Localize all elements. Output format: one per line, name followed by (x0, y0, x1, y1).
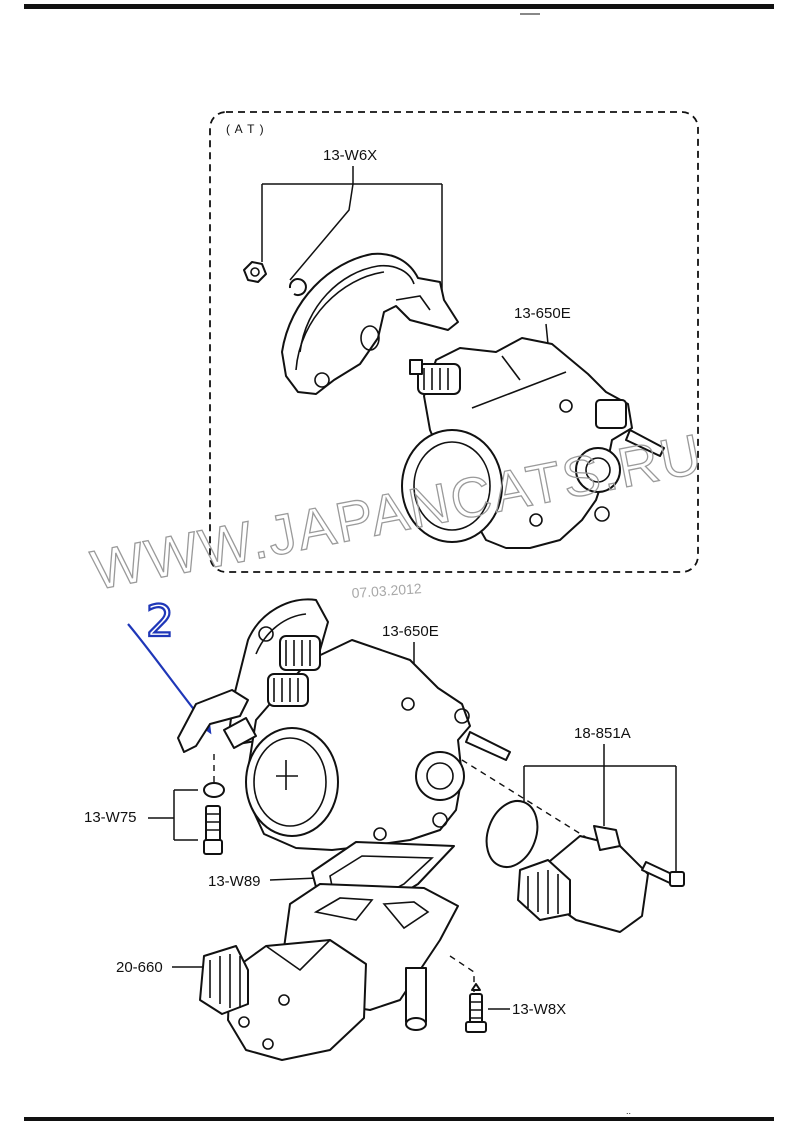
o-ring-small (203, 782, 225, 798)
corner-mark: .. (626, 1106, 631, 1116)
clip-washer-part (288, 278, 307, 297)
label-20-660: 20-660 (116, 959, 163, 976)
nut-part (243, 261, 267, 283)
throttle-body-inset (401, 337, 665, 549)
inset-spring (409, 359, 461, 395)
throttle-cam-plate (281, 252, 459, 395)
label-13-w89: 13-W89 (208, 873, 261, 890)
guide-line-right (461, 759, 601, 847)
bolt-851a (641, 861, 685, 887)
guide-line-lower (449, 955, 475, 992)
label-13-w75: 13-W75 (84, 809, 137, 826)
label-13-w8x: 13-W8X (512, 1001, 566, 1018)
label-13-w6x: 13-W6X (323, 147, 377, 164)
lead-13-w89 (269, 877, 319, 881)
label-18-851a: 18-851A (574, 725, 631, 742)
top-rule (24, 4, 774, 9)
w6x-bracket (261, 166, 443, 300)
bracket-wire (177, 689, 249, 753)
throttle-return-springs (267, 635, 321, 707)
date-stamp: 07.03.2012 (351, 580, 422, 601)
idle-air-valve (517, 825, 649, 933)
w6x-lead-to-clip (289, 183, 354, 281)
throttle-body-main (177, 598, 511, 851)
lead-13-650e-inset (545, 323, 549, 345)
inset-at-group: ( A T ) 13-W6X 13-650E (209, 111, 699, 573)
w75-bracket (148, 789, 198, 841)
o-ring-large (485, 800, 539, 868)
screw-w8x (465, 983, 487, 1033)
label-13-650e-main: 13-650E (382, 623, 439, 640)
screw-w75 (203, 805, 223, 855)
inset-dashed-border (209, 111, 699, 573)
bottom-rule (24, 1117, 774, 1121)
label-13-650e-inset: 13-650E (514, 305, 571, 322)
bypass-air-valve (199, 939, 367, 1061)
handwritten-number: 2 (146, 596, 174, 647)
inset-label: ( A T ) (226, 122, 265, 136)
watermark: WWW.JAPANCATS.RU (86, 421, 708, 601)
a851-bracket (523, 744, 677, 876)
